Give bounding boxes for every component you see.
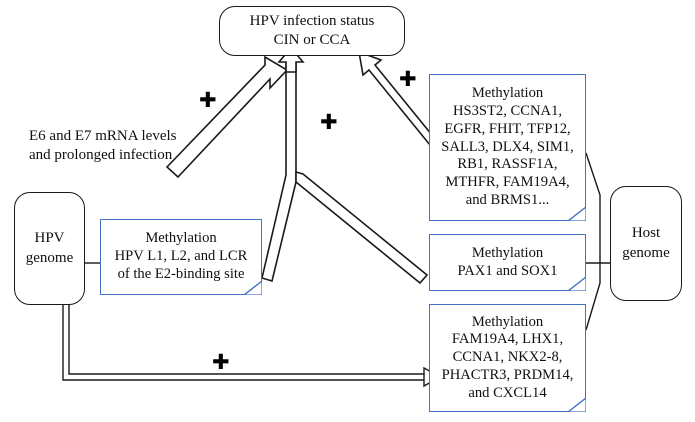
plus-marker-center: ✚ — [320, 110, 338, 134]
node-hpv-infection-status[interactable]: HPV infection status CIN or CCA — [219, 6, 405, 56]
arrow-hpv-to-bottom-note — [62, 305, 424, 381]
note-methylation-fam19a4[interactable]: Methylation FAM19A4, LHX1, CCNA1, NKX2-8… — [429, 304, 586, 412]
block-arrow-hostnote-to-outcome — [357, 50, 438, 147]
plus-marker-left: ✚ — [199, 88, 217, 112]
annotation-e6-e7-mrna-label: E6 and E7 mRNA levels and prolonged infe… — [29, 127, 177, 164]
note-methylation-host-large[interactable]: Methylation HS3ST2, CCNA1, EGFR, FHIT, T… — [429, 74, 586, 221]
block-arrow-merged-right-leg — [295, 170, 429, 285]
block-arrow-merged-to-outcome — [261, 61, 297, 283]
plus-marker-upper-right: ✚ — [399, 67, 417, 91]
plus-marker-bottom: ✚ — [212, 350, 230, 374]
node-host-genome[interactable]: Host genome — [610, 186, 682, 301]
node-host-genome-label: Host genome — [622, 225, 670, 261]
note-methylation-host-large-label: Methylation HS3ST2, CCNA1, EGFR, FHIT, T… — [441, 85, 574, 208]
note-methylation-pax1-sox1[interactable]: Methylation PAX1 and SOX1 — [429, 234, 586, 291]
note-methylation-viral[interactable]: Methylation HPV L1, L2, and LCR of the E… — [100, 219, 262, 295]
note-methylation-viral-label: Methylation HPV L1, L2, and LCR of the E… — [114, 230, 248, 282]
annotation-e6-e7-mrna: E6 and E7 mRNA levels and prolonged infe… — [29, 107, 214, 166]
node-hpv-genome[interactable]: HPV genome — [14, 192, 85, 305]
node-hpv-genome-label: HPV genome — [25, 230, 74, 266]
note-methylation-fam19a4-label: Methylation FAM19A4, LHX1, CCNA1, NKX2-8… — [441, 313, 574, 401]
connector-hostnotes-to-hostgenome — [585, 152, 610, 331]
node-hpv-infection-status-label: HPV infection status CIN or CCA — [249, 12, 375, 48]
note-methylation-pax1-sox1-label: Methylation PAX1 and SOX1 — [457, 244, 558, 279]
